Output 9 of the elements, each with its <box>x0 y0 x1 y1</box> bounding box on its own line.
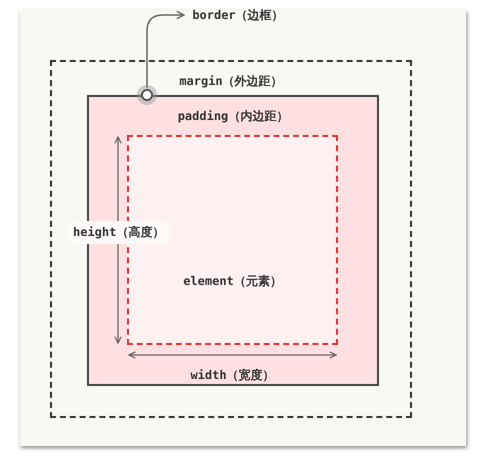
width-label: width（宽度） <box>189 367 276 384</box>
border-label: border（边框） <box>191 7 285 24</box>
margin-box <box>50 60 412 418</box>
element-label: element（元素） <box>182 273 283 290</box>
height-label: height（高度） <box>68 221 170 244</box>
padding-label: padding（内边距） <box>176 108 290 125</box>
leader-line <box>146 10 185 88</box>
element-box <box>127 135 338 345</box>
margin-label: margin（外边距） <box>178 73 284 90</box>
